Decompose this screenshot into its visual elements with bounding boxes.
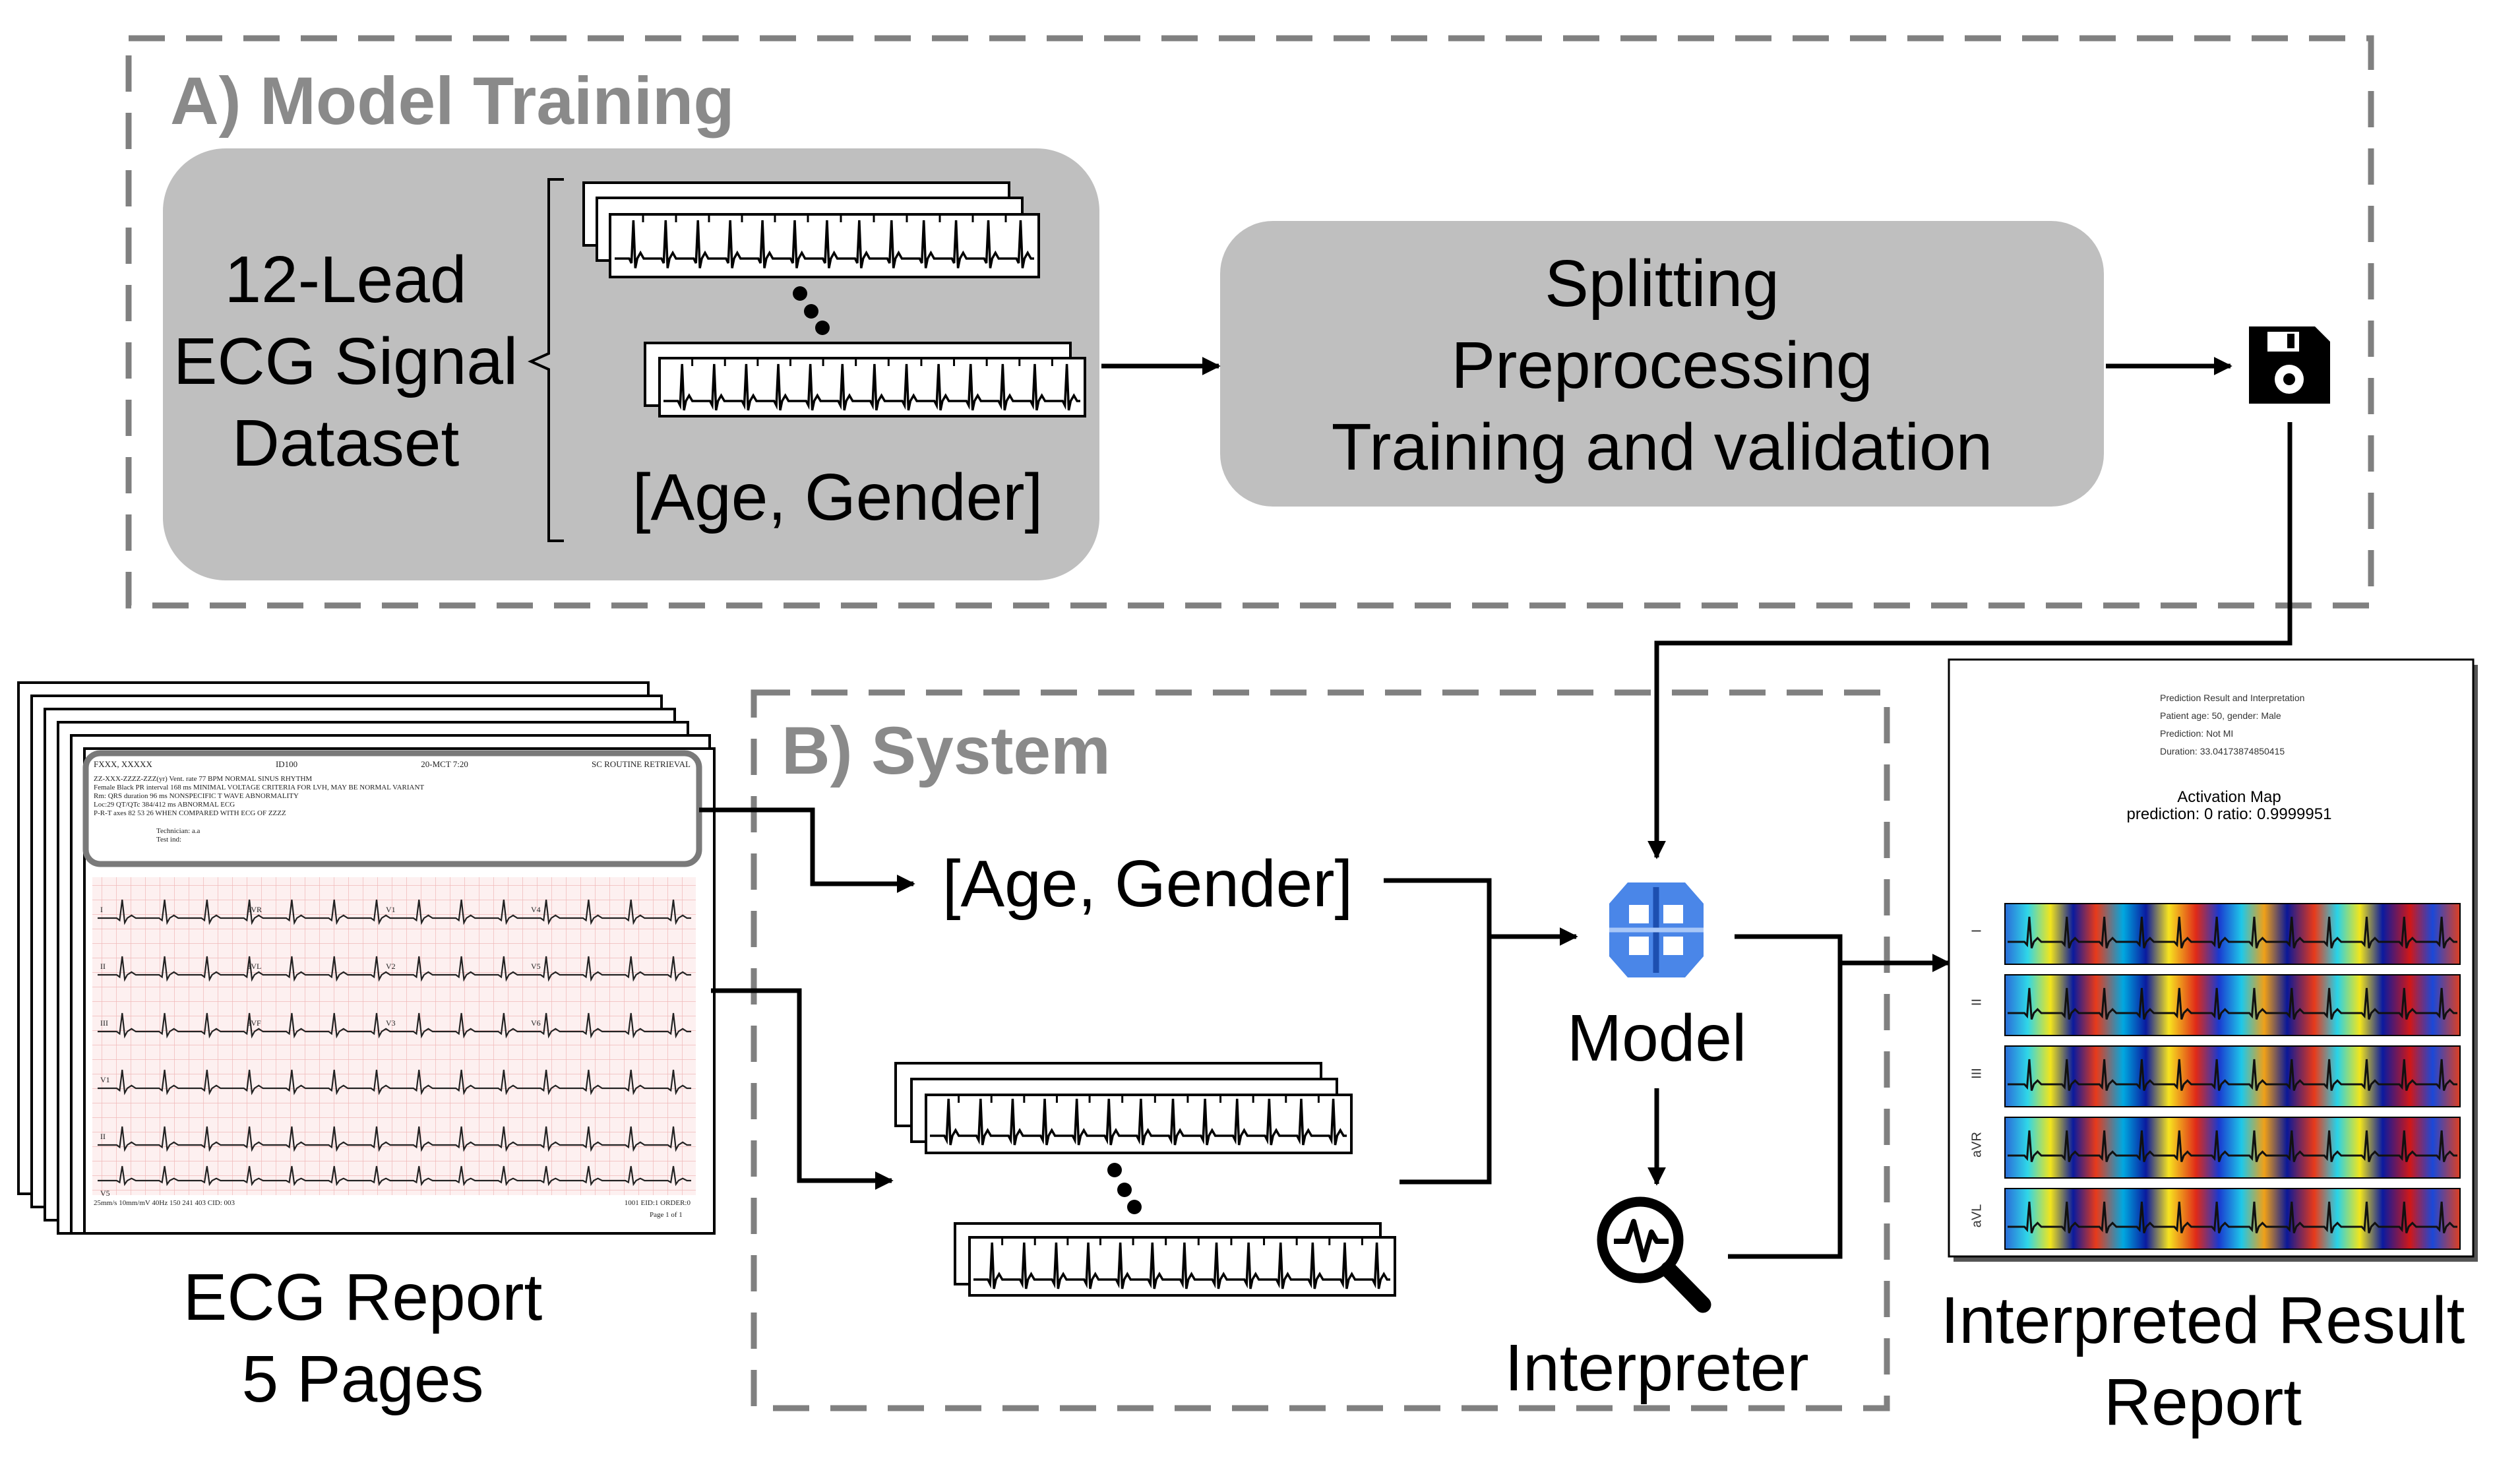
training-inputs-label: [Age, Gender] bbox=[632, 460, 1043, 534]
arrow-saved-model-to-model bbox=[1647, 422, 2293, 859]
ecg-report-label-line2: 5 Pages bbox=[241, 1342, 484, 1416]
ecg-lead-label: aVF bbox=[247, 1018, 261, 1028]
activation-map-title-line: Activation Map bbox=[2177, 788, 2281, 806]
activation-map-row bbox=[2004, 903, 2461, 965]
ecg-lead-label: V1 bbox=[100, 1075, 110, 1084]
model-label: Model bbox=[1566, 1001, 1747, 1075]
ecg-report-footer-left: 25mm/s 10mm/mV 40Hz 150 241 403 CID: 003 bbox=[94, 1199, 235, 1207]
ecg-report-page-number: Page 1 of 1 bbox=[650, 1211, 683, 1219]
line-model-to-report bbox=[1728, 934, 1843, 1259]
activation-map-trace bbox=[2008, 1130, 2457, 1163]
floppy-disk-icon bbox=[2249, 326, 2330, 404]
activation-map-lead-label: I bbox=[1969, 929, 1985, 933]
training-steps-label: Splitting Preprocessing Training and val… bbox=[1220, 243, 2104, 488]
ecg-report-header-cell: 20-MCT 7:20 bbox=[421, 759, 468, 769]
result-report-header-line: Prediction Result and Interpretation bbox=[2160, 693, 2305, 703]
system-ecg-ellipsis bbox=[1107, 1163, 1142, 1214]
result-report-label-line2: Report bbox=[2103, 1365, 2302, 1439]
ecg-report-footer: 25mm/s 10mm/mV 40Hz 150 241 403 CID: 003… bbox=[94, 1199, 691, 1207]
training-step-training: Training and validation bbox=[1331, 410, 1993, 484]
ecg-lead-label: II bbox=[100, 962, 106, 971]
result-report-label: Interpreted Result Report bbox=[1923, 1280, 2483, 1443]
ecg-lead-label: V2 bbox=[386, 962, 396, 971]
ecg-lead-label: III bbox=[100, 1018, 108, 1028]
section-b-title: B) System bbox=[782, 713, 1111, 788]
activation-map-title: Activation Map prediction: 0 ratio: 0.99… bbox=[1992, 789, 2467, 823]
result-report-header-line: Prediction: Not MI bbox=[2160, 728, 2234, 739]
activation-map-trace bbox=[2008, 987, 2457, 1020]
ecg-report-test-ind: Test ind: bbox=[156, 836, 182, 844]
arrow-report-to-ecg-signals bbox=[711, 988, 894, 1190]
ecg-report-header-cell: FXXX, XXXXX bbox=[94, 759, 152, 769]
ecg-lead-label: V5 bbox=[531, 962, 541, 971]
training-ecg-ellipsis bbox=[793, 286, 830, 335]
ecg-report-detail: Loc:29 QT/QTc 384/412 ms ABNORMAL ECG bbox=[94, 801, 235, 809]
training-step-preprocessing: Preprocessing bbox=[1451, 328, 1873, 402]
ecg-lead-label: aVR bbox=[247, 905, 262, 914]
result-report-label-line1: Interpreted Result bbox=[1940, 1283, 2465, 1357]
activation-map-row bbox=[2004, 974, 2461, 1036]
system-ecg-stack-bottom bbox=[954, 1222, 1396, 1297]
result-report-header: Prediction Result and Interpretation Pat… bbox=[2160, 689, 2304, 760]
ecg-report-label: ECG Report 5 Pages bbox=[152, 1256, 574, 1420]
ecg-lead-label: II bbox=[100, 1132, 106, 1141]
ecg-report-detail: Rm: QRS duration 96 ms NONSPECIFIC T WAV… bbox=[94, 792, 299, 800]
activation-map-trace bbox=[2008, 1059, 2457, 1092]
dataset-label: 12-Lead ECG Signal Dataset bbox=[164, 239, 528, 484]
ecg-lead-label: I bbox=[100, 905, 103, 914]
dataset-brace bbox=[528, 178, 564, 542]
system-ecg-stack-top bbox=[894, 1062, 1353, 1154]
ecg-lead-label: V3 bbox=[386, 1018, 396, 1028]
ecg-report-footer-right: 1001 EID:1 ORDER:0 bbox=[624, 1199, 691, 1207]
ecg-report-header: FXXX, XXXXX ID100 20-MCT 7:20 SC ROUTINE… bbox=[94, 760, 691, 844]
ecg-report-header-row: FXXX, XXXXX ID100 20-MCT 7:20 SC ROUTINE… bbox=[94, 760, 691, 768]
ecg-report-detail: P-R-T axes 82 53 26 WHEN COMPARED WITH E… bbox=[94, 809, 286, 817]
brain-icon bbox=[1609, 882, 1704, 977]
ecg-lead-label: V1 bbox=[386, 905, 396, 914]
activation-map-subtitle: prediction: 0 ratio: 0.9999951 bbox=[2126, 805, 2332, 823]
section-a-title: A) Model Training bbox=[170, 63, 735, 139]
line-age-gender-to-merge bbox=[1384, 878, 1492, 1185]
dataset-label-line2: ECG Signal bbox=[173, 325, 518, 398]
activation-map-row bbox=[2004, 1045, 2461, 1107]
ecg-report-detail: ZZ-XXX-ZZZZ-ZZZ(yr) Vent. rate 77 BPM NO… bbox=[94, 775, 313, 783]
training-ecg-stack-top bbox=[582, 181, 1040, 278]
training-ecg-stack-bottom bbox=[644, 342, 1086, 417]
activation-map-lead-label: II bbox=[1969, 998, 1985, 1006]
arrow-report-to-age-gender bbox=[699, 807, 915, 893]
result-report-header-line: Patient age: 50, gender: Male bbox=[2160, 710, 2281, 721]
activation-map-lead-label: aVR bbox=[1969, 1132, 1985, 1158]
activation-map-trace bbox=[2008, 1201, 2457, 1234]
activation-map-row bbox=[2004, 1117, 2461, 1179]
training-steps-box bbox=[1220, 221, 2104, 507]
ecg-report-technician: Technician: a.a bbox=[156, 827, 200, 835]
system-inputs-label: [Age, Gender] bbox=[942, 847, 1353, 921]
ecg-lead-label: V6 bbox=[531, 1018, 541, 1028]
ecg-report-header-cell: SC ROUTINE RETRIEVAL bbox=[591, 759, 691, 769]
ecg-lead-label: V5 bbox=[100, 1189, 110, 1198]
ecg-report-detail: Female Black PR interval 168 ms MINIMAL … bbox=[94, 784, 425, 791]
interpreter-label: Interpreter bbox=[1504, 1331, 1809, 1405]
dataset-label-line3: Dataset bbox=[231, 406, 460, 480]
ecg-lead-label: aVL bbox=[247, 962, 262, 971]
activation-map-rows bbox=[2004, 903, 2461, 1250]
section-a-frame bbox=[125, 35, 2374, 609]
activation-map-row bbox=[2004, 1188, 2461, 1250]
result-report-header-line: Duration: 33.04173874850415 bbox=[2160, 746, 2285, 757]
activation-map-lead-label: III bbox=[1969, 1068, 1985, 1079]
ecg-lead-label: V4 bbox=[531, 905, 541, 914]
ecg-report-label-line1: ECG Report bbox=[183, 1260, 543, 1334]
section-b-frame bbox=[751, 689, 1890, 1411]
activation-map-lead-label: aVL bbox=[1969, 1204, 1985, 1228]
dataset-label-line1: 12-Lead bbox=[224, 243, 467, 317]
ecg-report-grid bbox=[92, 877, 696, 1195]
activation-map-trace bbox=[2008, 916, 2457, 949]
magnifier-pulse-icon bbox=[1597, 1196, 1711, 1313]
ecg-report-header-cell: ID100 bbox=[275, 759, 298, 769]
training-step-splitting: Splitting bbox=[1545, 247, 1779, 321]
